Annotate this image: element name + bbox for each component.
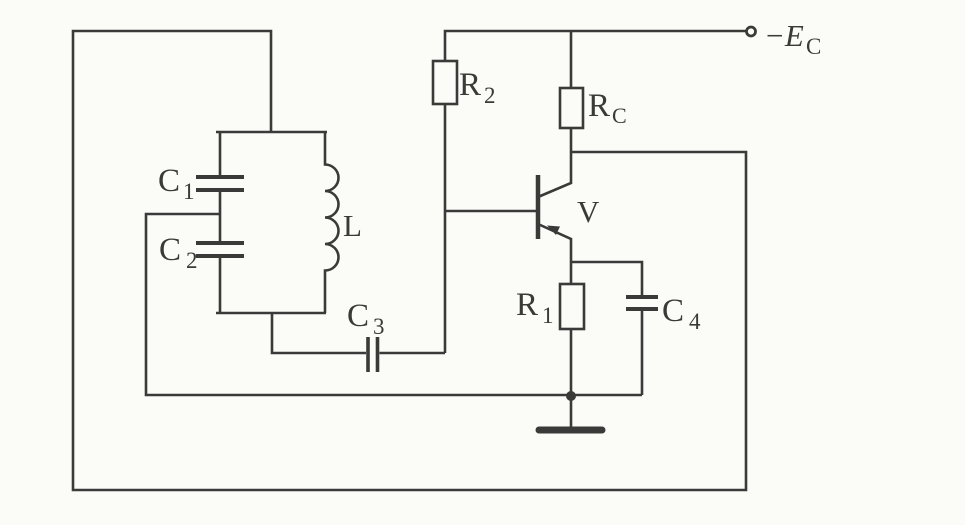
label-c2-subscript: 2 (186, 248, 198, 273)
resistor-r2-body (431, 59, 459, 106)
label-rc-subscript: C (612, 103, 627, 128)
label-c4: C (662, 293, 684, 329)
transistor-emitter-arrow (547, 225, 560, 235)
label-c3-subscript: 3 (373, 314, 385, 339)
label-inductor: L (343, 208, 362, 243)
transistor-collector-wire (537, 128, 573, 199)
feedback-loop-wire (71, 29, 748, 492)
label-supply-subscript: C (806, 34, 821, 59)
supply-terminal (745, 25, 757, 38)
label-transistor: V (577, 194, 600, 229)
capacitor-divider-tap-wire (144, 212, 642, 397)
resistor-r1-body (558, 282, 586, 331)
label-c2: C (159, 232, 181, 268)
label-c1: C (158, 163, 180, 199)
inductor-l-coil (323, 132, 340, 313)
label-c4-subscript: 4 (689, 309, 701, 334)
label-r1-subscript: 1 (542, 303, 554, 328)
label-c1-subscript: 1 (183, 179, 195, 204)
power-rail-wire (443, 29, 746, 61)
transistor-emitter-wire (537, 222, 573, 284)
c3-left-wire (270, 313, 366, 355)
label-rc: R (588, 88, 610, 124)
label-r2-subscript: 2 (484, 83, 496, 108)
label-c3: C (347, 298, 369, 334)
c4-top-lead-wire (571, 260, 644, 296)
label-supply: −E (764, 18, 804, 53)
resistor-rc-body (558, 86, 585, 130)
component-labels: C 1 C 2 C 3 C 4 R 1 R 2 R C L V −E C (158, 18, 821, 339)
label-r1: R (516, 287, 538, 323)
label-r2: R (459, 67, 481, 103)
